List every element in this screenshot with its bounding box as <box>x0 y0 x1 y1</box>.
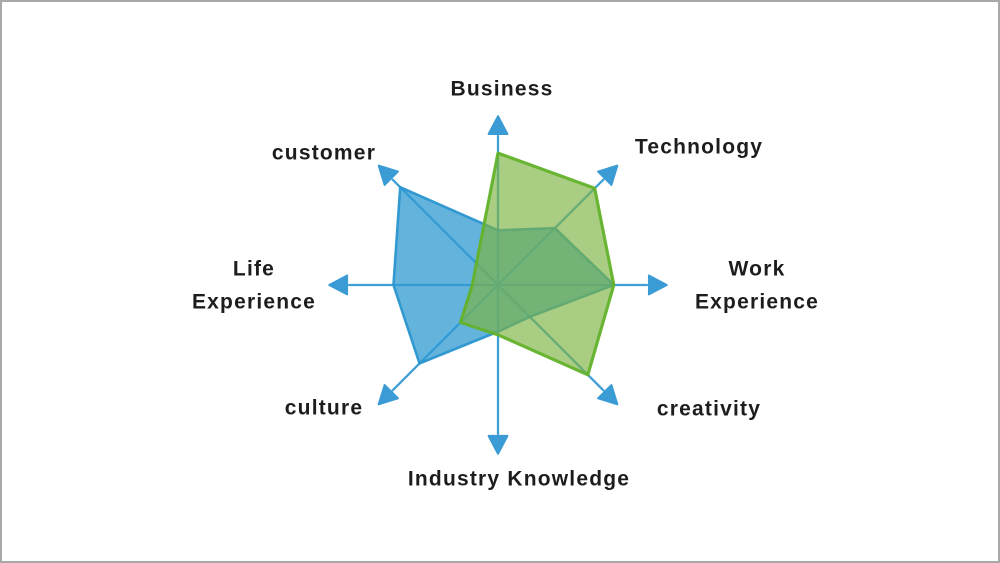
axis-label-industry-knowledge: Industry Knowledge <box>407 467 631 491</box>
axis-label-culture: culture <box>284 396 364 420</box>
axis-arrow-icon <box>377 384 399 406</box>
axis-label-customer: customer <box>271 141 377 165</box>
axis-label-work-experience: Work Experience <box>694 257 820 313</box>
axis-arrow-icon <box>377 164 399 186</box>
axis-arrow-icon <box>487 434 509 455</box>
axis-label-creativity: creativity <box>656 397 762 421</box>
series-green-profile-polygon <box>458 151 616 377</box>
axis-arrow-icon <box>328 274 349 296</box>
axis-arrow-icon <box>597 164 619 186</box>
axis-label-business: Business <box>450 77 554 101</box>
axis-arrow-icon <box>647 274 668 296</box>
axis-label-technology: Technology <box>634 135 764 159</box>
axis-arrow-icon <box>597 384 619 406</box>
axis-label-life-experience: Life Experience <box>191 257 317 313</box>
axis-arrow-icon <box>487 115 509 136</box>
